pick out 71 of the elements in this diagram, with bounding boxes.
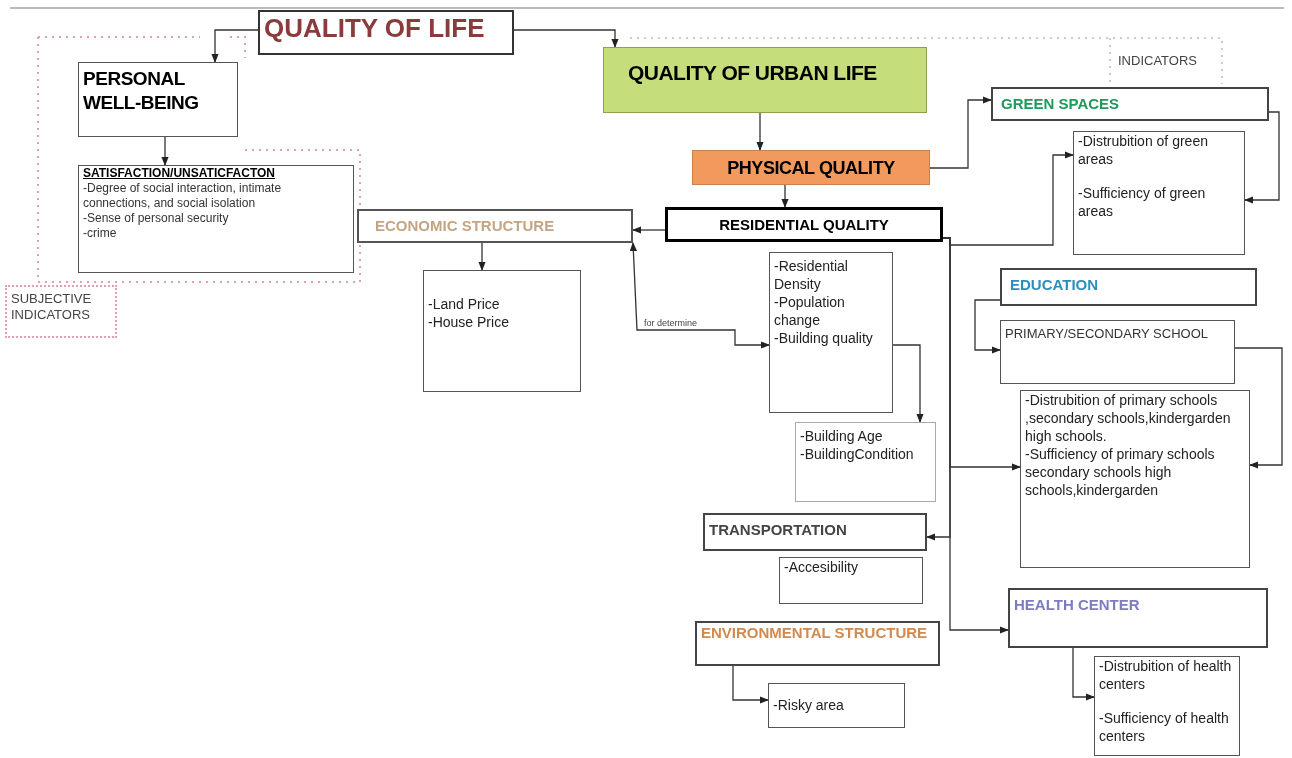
connector-arrow <box>1244 111 1280 204</box>
category-box <box>603 47 927 113</box>
edge-label: for determine <box>643 318 699 328</box>
connector-arrow <box>892 344 924 423</box>
category-box <box>1000 320 1235 384</box>
indicator-list-box <box>78 165 354 273</box>
box-text: -Building quality <box>774 329 874 347</box>
box-heading: SATISFACTION/UNSATICFACTON <box>83 166 276 181</box>
category-box <box>78 62 238 137</box>
box-text: -Degree of social interaction, intimate connections, and social isolation <box>83 181 283 211</box>
category-box <box>357 209 633 243</box>
connector-arrow <box>781 184 789 208</box>
category-box <box>665 207 943 242</box>
connector-arrow <box>632 226 666 234</box>
box-text: QUALITY OF URBAN LIFE <box>628 60 878 86</box>
box-text: TRANSPORTATION <box>709 520 848 540</box>
category-box <box>991 87 1269 121</box>
box-text: -Sufficiency of primary schools secondary schools high schools,kindergarden <box>1025 445 1216 499</box>
connector-arrow <box>732 665 769 704</box>
box-text: PERSONAL WELL-BEING <box>83 67 200 115</box>
box-text: -Sense of personal security <box>83 211 230 226</box>
box-text: HEALTH CENTER <box>1014 595 1141 615</box>
connector-arrow <box>1234 347 1283 469</box>
box-text: -Distrubition of health centers <box>1099 657 1233 693</box>
box-text: EDUCATION <box>1010 275 1100 295</box>
box-text: -Land Price <box>428 295 501 313</box>
box-text: -Residential Density <box>774 257 849 293</box>
box-text: -Accesibility <box>784 558 859 576</box>
indicator-list-box <box>769 252 893 413</box>
box-text: -Distrubition of green areas <box>1078 132 1209 168</box>
connector-arrow <box>211 29 259 63</box>
indicator-list-box <box>1020 390 1250 568</box>
box-text: -Risky area <box>773 696 845 714</box>
title-box <box>258 10 514 55</box>
indicator-list-box <box>1073 131 1245 255</box>
category-box <box>703 513 927 551</box>
box-text: RESIDENTIAL QUALITY <box>719 214 889 235</box>
connector-arrow <box>1072 647 1095 701</box>
category-box <box>692 150 930 185</box>
indicator-tag <box>5 285 117 338</box>
category-box <box>1000 268 1257 306</box>
box-text: -crime <box>83 226 118 241</box>
box-text: PRIMARY/SECONDARY SCHOOL <box>1005 325 1209 342</box>
connector-arrow <box>756 112 764 151</box>
connector-arrow <box>974 299 1001 354</box>
box-text: SUBJECTIVE INDICATORS <box>11 291 93 323</box>
indicator-list-box <box>423 270 581 392</box>
connector-arrow <box>161 136 169 166</box>
box-text: -Sufficiency of green areas <box>1078 184 1207 220</box>
box-text: QUALITY OF LIFE <box>264 12 486 44</box>
connector-arrow <box>513 29 619 48</box>
category-box <box>1008 588 1268 648</box>
box-text: -Distrubition of primary schools ,secondary schools,kindergarden high schools. <box>1025 391 1232 445</box>
connector-arrow <box>629 242 770 349</box>
box-text: PHYSICAL QUALITY <box>727 156 895 179</box>
box-text: -Population change <box>774 293 846 329</box>
box-text: ECONOMIC STRUCTURE <box>375 216 556 236</box>
box-text: -Building Age <box>800 427 884 445</box>
box-text: INDICATORS <box>1118 53 1198 69</box>
category-box <box>695 621 940 666</box>
indicator-list-box <box>795 422 936 502</box>
indicator-list-box <box>779 557 923 604</box>
box-text: -House Price <box>428 313 510 331</box>
indicator-list-box <box>768 683 905 728</box>
connector-arrow <box>478 242 486 271</box>
indicator-list-box <box>1094 656 1240 756</box>
box-text: -Sufficiency of health centers <box>1099 709 1230 745</box>
box-text: -BuildingCondition <box>800 445 915 463</box>
box-text: GREEN SPACES <box>1001 94 1121 114</box>
connector-arrow <box>929 96 992 169</box>
box-text: ENVIRONMENTAL STRUCTURE <box>701 623 929 643</box>
